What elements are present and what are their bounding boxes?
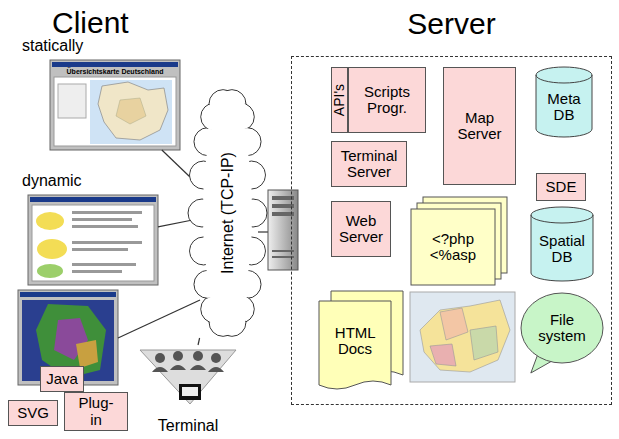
document-stack: HTML Docs — [319, 291, 403, 391]
network-link — [162, 150, 190, 177]
screenshot: dynamic — [28, 195, 158, 285]
terminal-icon — [211, 353, 221, 363]
dynamic-screenshot — [32, 205, 154, 281]
terminal-icon — [179, 384, 201, 400]
file-bubble: File system — [521, 293, 603, 373]
dynamic-screenshot — [72, 218, 132, 221]
component-box: Web Server — [331, 201, 391, 257]
node-label: Terminal Server — [341, 148, 398, 181]
network-link — [158, 221, 190, 227]
dynamic-screenshot — [72, 211, 142, 273]
node-label: Spatial DB — [539, 233, 585, 266]
node-label: Internet (TCP-IP) — [219, 152, 237, 274]
component-box: Terminal Server — [331, 141, 407, 187]
link-line — [118, 300, 200, 338]
node-label: <?php <%asp — [430, 231, 476, 264]
node-label: SVG — [17, 405, 49, 422]
window-title: Übersichtskarte Deutschland — [50, 68, 180, 76]
node-label: SDE — [546, 179, 577, 196]
node-label: Meta DB — [547, 91, 580, 124]
static-screenshot — [90, 80, 172, 144]
europe-map — [470, 326, 498, 360]
dynamic-screenshot — [37, 239, 67, 259]
europe-map — [420, 300, 510, 372]
dynamic-screenshot — [72, 248, 128, 251]
component-box: SDE — [536, 173, 586, 201]
node-label: Map Server — [457, 110, 501, 143]
terminal: Terminal — [138, 345, 238, 435]
europe-map — [440, 308, 468, 340]
terminal-icon — [182, 387, 198, 396]
screenshot-heading: dynamic — [22, 172, 82, 190]
node-label: File system — [538, 312, 586, 345]
component-box: Plug-in — [64, 392, 128, 431]
component-box: Java — [40, 366, 84, 392]
database-cylinder: Spatial DB — [531, 207, 593, 281]
dynamic-screenshot — [72, 241, 142, 244]
section-heading: Server — [407, 7, 495, 40]
terminal-icon — [140, 350, 236, 404]
dynamic-screenshot — [37, 264, 63, 278]
component-box: API's — [331, 67, 348, 133]
component-box: Map Server — [443, 67, 516, 185]
network-link — [198, 338, 200, 345]
static-screenshot — [58, 84, 86, 118]
static-screenshot — [54, 77, 176, 146]
map-screenshot — [76, 340, 98, 368]
europe-map — [430, 344, 456, 366]
europe-map — [410, 292, 515, 382]
node-label: Java — [46, 371, 78, 388]
server-tower — [268, 190, 298, 270]
static-screenshot — [52, 62, 178, 67]
dynamic-screenshot — [36, 212, 64, 230]
dynamic-screenshot — [72, 270, 122, 273]
dynamic-screenshot — [72, 263, 136, 266]
node-label: Terminal — [158, 417, 218, 435]
europe-map — [410, 292, 515, 382]
terminal-icon — [155, 353, 165, 363]
dynamic-screenshot — [72, 225, 138, 228]
terminal-icon — [173, 351, 183, 361]
dynamic-screenshot — [30, 197, 156, 202]
terminal-icon — [140, 350, 236, 404]
node-label: HTML Docs — [335, 325, 375, 358]
database-cylinder: Meta DB — [536, 67, 592, 137]
map-screenshot — [20, 292, 116, 297]
static-screenshot — [98, 82, 168, 140]
terminal-icon — [193, 351, 203, 361]
server-tower — [268, 190, 298, 270]
node-label: Scripts Progr. — [364, 84, 410, 117]
side-heading: Client — [52, 6, 129, 40]
node-label: Web Server — [339, 213, 383, 246]
node-label: Plug-in — [78, 395, 113, 428]
node-label: API's — [332, 84, 347, 116]
terminal-icon — [152, 365, 224, 372]
screenshot: staticallyÜbersichtskarte Deutschland — [50, 60, 180, 150]
server-region: API's Scripts Progr. Map Server Meta DB Term… — [291, 56, 612, 405]
terminal-icon — [152, 351, 224, 372]
script-pages: <?php <%asp — [411, 197, 507, 285]
dynamic-screenshot — [72, 211, 142, 214]
screenshot-heading: statically — [22, 37, 83, 55]
dynamic-screenshot — [28, 195, 158, 285]
component-box: Scripts Progr. — [348, 67, 426, 133]
component-box: SVG — [8, 400, 58, 426]
static-screenshot — [50, 60, 180, 150]
dynamic-screenshot — [28, 195, 158, 285]
static-screenshot — [116, 98, 146, 124]
static-screenshot — [50, 60, 180, 150]
network-cloud: Internet (TCP-IP) — [190, 88, 265, 338]
